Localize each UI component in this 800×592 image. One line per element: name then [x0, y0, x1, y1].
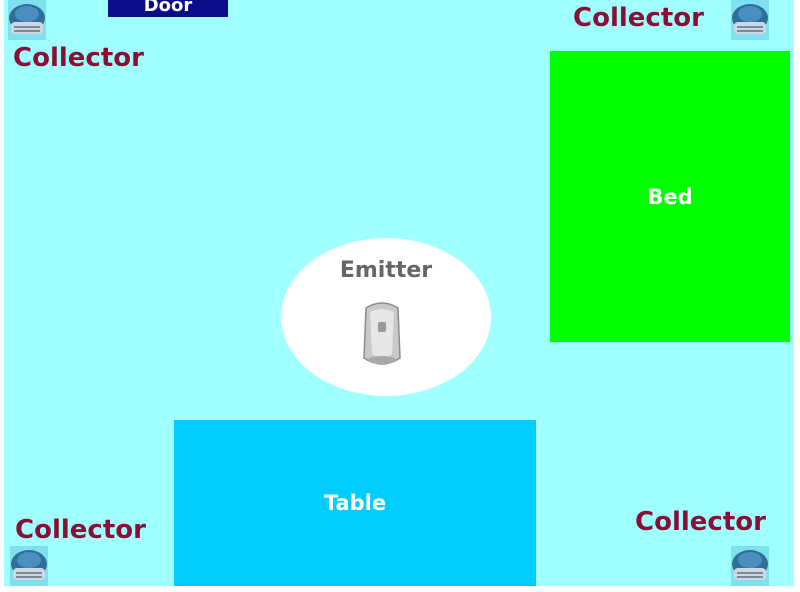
air-freshener-icon [363, 302, 401, 365]
room-floor-plan: Door Collector Collector Bed Emitter [4, 0, 794, 586]
collector-top-left-icon [8, 0, 46, 40]
collector-bottom-left-label: Collector [15, 515, 146, 545]
collector-top-left-label: Collector [13, 43, 144, 73]
bed: Bed [550, 51, 790, 342]
table: Table [174, 420, 536, 586]
collector-bottom-right-icon [731, 546, 769, 586]
door: Door [108, 0, 228, 17]
collector-bottom-right-label: Collector [635, 507, 766, 537]
collector-top-right-icon [731, 0, 769, 40]
collector-bottom-left-icon [10, 546, 48, 586]
emitter-zone: Emitter [281, 238, 491, 396]
table-label: Table [323, 491, 387, 515]
bed-label: Bed [647, 184, 693, 209]
door-label: Door [143, 0, 193, 16]
emitter-label: Emitter [339, 258, 433, 283]
collector-top-right-label: Collector [573, 3, 704, 33]
